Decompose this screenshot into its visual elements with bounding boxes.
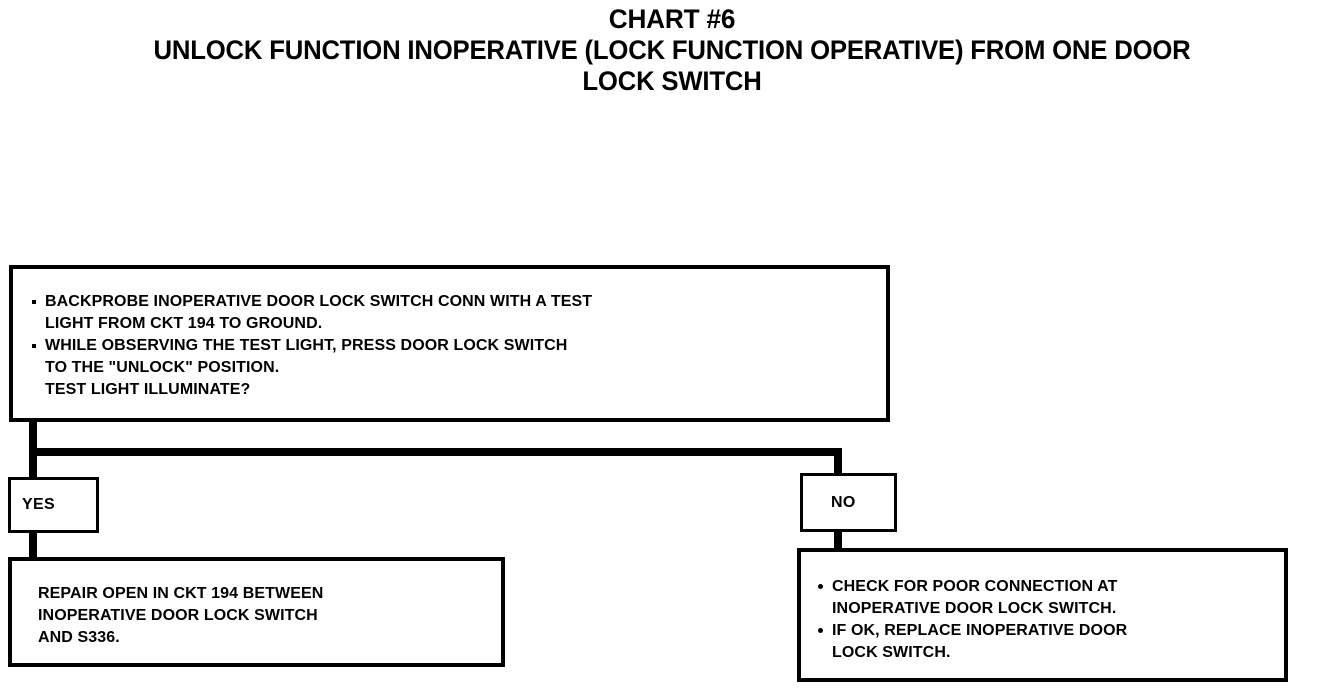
connector-yes-to-result: [29, 530, 37, 560]
branch-label-yes-text: YES: [22, 496, 55, 513]
page-title: CHART #6 UNLOCK FUNCTION INOPERATIVE (LO…: [0, 4, 1344, 97]
decision-box: BACKPROBE INOPERATIVE DOOR LOCK SWITCH C…: [9, 265, 890, 422]
connector-horizontal-bus: [29, 448, 842, 456]
connector-no-drop: [834, 448, 842, 476]
title-line-description-2: LOCK SWITCH: [582, 66, 762, 96]
result-box-yes: REPAIR OPEN IN CKT 194 BETWEEN INOPERATI…: [8, 557, 505, 667]
branch-label-yes: YES: [8, 477, 99, 533]
connector-yes-drop: [29, 448, 37, 480]
bullet-dot-icon: [818, 584, 823, 589]
decision-step-list: BACKPROBE INOPERATIVE DOOR LOCK SWITCH C…: [31, 291, 592, 401]
result-no-item-2-line-2: LOCK SWITCH.: [832, 644, 951, 661]
title-line-description-1: UNLOCK FUNCTION INOPERATIVE (LOCK FUNCTI…: [153, 35, 1191, 65]
decision-step-2: WHILE OBSERVING THE TEST LIGHT, PRESS DO…: [31, 335, 592, 401]
decision-step-1: BACKPROBE INOPERATIVE DOOR LOCK SWITCH C…: [31, 291, 592, 335]
title-line-chart-number: CHART #6: [608, 4, 736, 34]
result-yes-line-3: AND S336.: [38, 629, 120, 646]
bullet-square-icon: [32, 300, 36, 304]
decision-step-1-line-1: BACKPROBE INOPERATIVE DOOR LOCK SWITCH C…: [45, 293, 593, 310]
result-yes-text: REPAIR OPEN IN CKT 194 BETWEEN INOPERATI…: [38, 583, 323, 649]
result-no-item-1: CHECK FOR POOR CONNECTION AT INOPERATIVE…: [818, 576, 1127, 620]
decision-step-2-line-2: TO THE "UNLOCK" POSITION.: [45, 359, 280, 376]
result-no-item-1-line-1: CHECK FOR POOR CONNECTION AT: [832, 578, 1118, 595]
branch-label-no: NO: [800, 473, 897, 532]
result-yes-line-1: REPAIR OPEN IN CKT 194 BETWEEN: [38, 585, 324, 602]
bullet-dot-icon: [818, 628, 823, 633]
branch-label-no-text: NO: [831, 493, 856, 511]
result-yes-line-2: INOPERATIVE DOOR LOCK SWITCH: [38, 607, 318, 624]
decision-question: TEST LIGHT ILLUMINATE?: [45, 381, 251, 398]
result-box-no: CHECK FOR POOR CONNECTION AT INOPERATIVE…: [797, 548, 1288, 682]
result-no-item-1-line-2: INOPERATIVE DOOR LOCK SWITCH.: [832, 600, 1117, 617]
bullet-square-icon: [32, 344, 36, 348]
connector-no-to-result: [834, 529, 842, 552]
connector-decision-stem: [29, 420, 37, 456]
result-no-list: CHECK FOR POOR CONNECTION AT INOPERATIVE…: [818, 576, 1127, 664]
decision-step-1-line-2: LIGHT FROM CKT 194 TO GROUND.: [45, 315, 323, 332]
decision-step-2-line-1: WHILE OBSERVING THE TEST LIGHT, PRESS DO…: [45, 337, 568, 354]
result-no-item-2-line-1: IF OK, REPLACE INOPERATIVE DOOR: [832, 622, 1128, 639]
result-no-item-2: IF OK, REPLACE INOPERATIVE DOOR LOCK SWI…: [818, 620, 1127, 664]
